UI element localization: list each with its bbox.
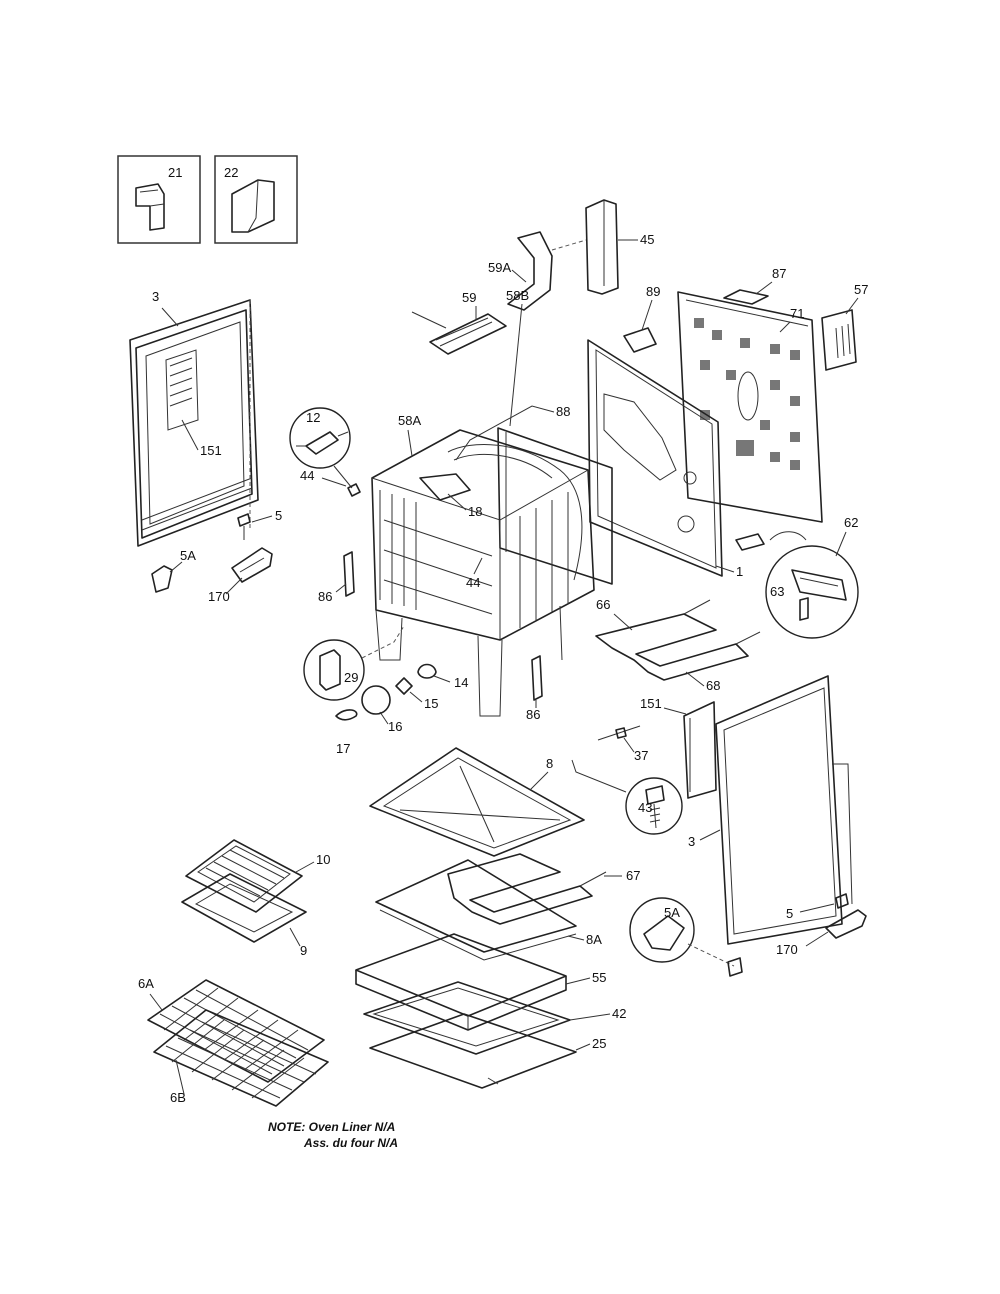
label-5-right: 5 <box>786 906 793 921</box>
back-panel: 87 57 71 <box>677 266 868 523</box>
oven-back-wall: 89 58B 88 1 <box>455 284 743 585</box>
bake-element: 67 43 <box>447 759 683 925</box>
label-15: 15 <box>424 696 438 711</box>
label-66: 66 <box>596 597 610 612</box>
label-1: 1 <box>736 564 743 579</box>
label-58B: 58B <box>506 288 529 303</box>
label-5A-right: 5A <box>664 905 680 920</box>
label-6A: 6A <box>138 976 154 991</box>
label-88: 88 <box>556 404 570 419</box>
brackets-86: 86 86 <box>318 551 543 722</box>
callout-62-63: 62 63 <box>735 515 859 639</box>
label-170-right: 170 <box>776 942 798 957</box>
label-44-left: 44 <box>300 468 314 483</box>
label-170-left: 170 <box>208 589 230 604</box>
drawer-stack: 55 42 25 <box>355 933 626 1089</box>
label-8: 8 <box>546 756 553 771</box>
broil-pan: 10 9 <box>181 839 330 958</box>
label-71: 71 <box>790 306 804 321</box>
bottom-panel-8: 8 <box>369 747 585 857</box>
label-57: 57 <box>854 282 868 297</box>
label-87: 87 <box>772 266 786 281</box>
label-10: 10 <box>316 852 330 867</box>
label-3-left: 3 <box>152 289 159 304</box>
label-44-body: 44 <box>466 575 480 590</box>
label-43: 43 <box>638 800 652 815</box>
label-42: 42 <box>612 1006 626 1021</box>
label-25: 25 <box>592 1036 606 1051</box>
label-29: 29 <box>344 670 358 685</box>
label-17: 17 <box>336 741 350 756</box>
label-5A-left: 5A <box>180 548 196 563</box>
note-line-2: Ass. du four N/A <box>303 1136 398 1150</box>
label-86-left: 86 <box>318 589 332 604</box>
broil-element: 66 68 <box>595 597 761 693</box>
label-37: 37 <box>634 748 648 763</box>
label-151-right: 151 <box>640 696 662 711</box>
label-67: 67 <box>626 868 640 883</box>
oven-door-left: 3 151 <box>129 289 259 547</box>
label-58A: 58A <box>398 413 421 428</box>
inset-box-21: 21 <box>117 155 201 244</box>
label-55: 55 <box>592 970 606 985</box>
callout-12: 12 44 <box>289 407 361 497</box>
oven-body: 58A 18 44 <box>371 413 595 717</box>
label-9: 9 <box>300 943 307 958</box>
label-21: 21 <box>168 165 182 180</box>
note-line-1: NOTE: Oven Liner N/A <box>268 1120 395 1134</box>
diagram-note: NOTE: Oven Liner N/A Ass. du four N/A <box>268 1120 398 1150</box>
label-16: 16 <box>388 719 402 734</box>
hinge-parts-left: 5 5A 170 <box>151 508 282 604</box>
label-22: 22 <box>224 165 238 180</box>
label-8A: 8A <box>586 932 602 947</box>
label-14: 14 <box>454 675 468 690</box>
label-62: 62 <box>844 515 858 530</box>
label-6B: 6B <box>170 1090 186 1105</box>
label-12: 12 <box>306 410 320 425</box>
label-3-right: 3 <box>688 834 695 849</box>
label-18: 18 <box>468 504 482 519</box>
oven-racks: 6A 6B <box>138 976 329 1107</box>
label-59: 59 <box>462 290 476 305</box>
drawer-8A: 8A <box>375 859 602 961</box>
label-59A: 59A <box>488 260 511 275</box>
label-63: 63 <box>770 584 784 599</box>
top-brackets: 45 59A 59 <box>411 199 654 355</box>
label-45: 45 <box>640 232 654 247</box>
oven-door-right: 151 37 3 <box>597 675 853 945</box>
label-86-right: 86 <box>526 707 540 722</box>
hinge-parts-right: 5 5A 170 <box>629 893 867 977</box>
light-assembly: 29 14 15 16 17 <box>303 625 468 756</box>
label-68: 68 <box>706 678 720 693</box>
label-151-left: 151 <box>200 443 222 458</box>
label-89: 89 <box>646 284 660 299</box>
label-5-left: 5 <box>275 508 282 523</box>
inset-box-22: 22 <box>214 155 298 244</box>
